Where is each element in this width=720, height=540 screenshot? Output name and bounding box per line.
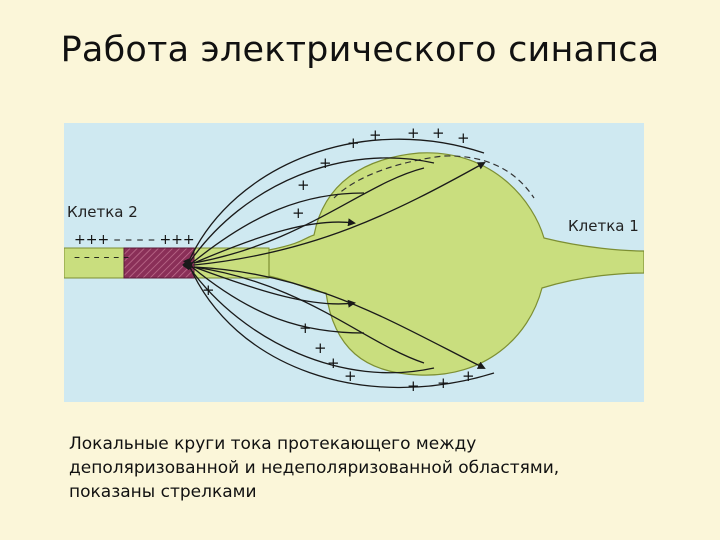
plus-sign: + bbox=[292, 204, 305, 222]
current-arrow bbox=[193, 162, 486, 266]
plus-charges: + + + + + + + + + + + + + + + + bbox=[202, 124, 475, 395]
plus-sign: + bbox=[369, 126, 382, 144]
current-arrow bbox=[184, 260, 365, 334]
plus-sign: + bbox=[347, 134, 360, 152]
current-arrow bbox=[182, 157, 435, 271]
caption-line: деполяризованной и недеполяризованной об… bbox=[69, 458, 560, 478]
plus-sign: + bbox=[344, 367, 357, 385]
plus-sign: + bbox=[407, 377, 420, 395]
cell-1-body bbox=[268, 152, 644, 376]
current-loops bbox=[182, 138, 495, 389]
plus-sign: + bbox=[462, 367, 475, 385]
membrane-dashed-line bbox=[333, 155, 535, 199]
current-arrow bbox=[193, 266, 486, 369]
plus-sign: + bbox=[437, 374, 450, 392]
plus-sign: + bbox=[432, 124, 445, 142]
current-arrow bbox=[193, 218, 356, 264]
current-arrow bbox=[193, 266, 356, 308]
synapse-diagram: +++ – – – – +++ – – – – – – + + + + + + … bbox=[64, 123, 644, 402]
plus-sign: + bbox=[327, 354, 340, 372]
slide-title: Работа электрического синапса bbox=[60, 30, 660, 70]
plus-sign: + bbox=[319, 154, 332, 172]
cell-2-bottom-charges: – – – – – – bbox=[74, 250, 129, 264]
current-arrow bbox=[184, 192, 365, 270]
current-arrow bbox=[182, 257, 495, 389]
caption-line: Локальные круги тока протекающего между bbox=[69, 434, 477, 454]
synapse-diagram-svg: +++ – – – – +++ – – – – – – + + + + + + … bbox=[64, 124, 644, 395]
cell-2-label: Клетка 2 bbox=[67, 203, 138, 221]
plus-sign: + bbox=[297, 176, 310, 194]
plus-sign: + bbox=[202, 281, 215, 299]
current-arrow bbox=[193, 167, 425, 264]
gap-junction bbox=[123, 247, 195, 279]
caption: Локальные круги тока протекающего между … bbox=[69, 432, 669, 504]
current-arrow bbox=[182, 259, 435, 374]
plus-sign: + bbox=[457, 129, 470, 147]
cell-2-top-charges: +++ – – – – +++ bbox=[74, 232, 195, 248]
plus-sign: + bbox=[407, 124, 420, 142]
caption-line: показаны стрелками bbox=[69, 482, 257, 502]
current-arrow bbox=[193, 266, 425, 364]
plus-sign: + bbox=[314, 339, 327, 357]
current-arrow bbox=[182, 138, 485, 269]
plus-sign: + bbox=[299, 319, 312, 337]
cell-1-label: Клетка 1 bbox=[568, 217, 639, 235]
